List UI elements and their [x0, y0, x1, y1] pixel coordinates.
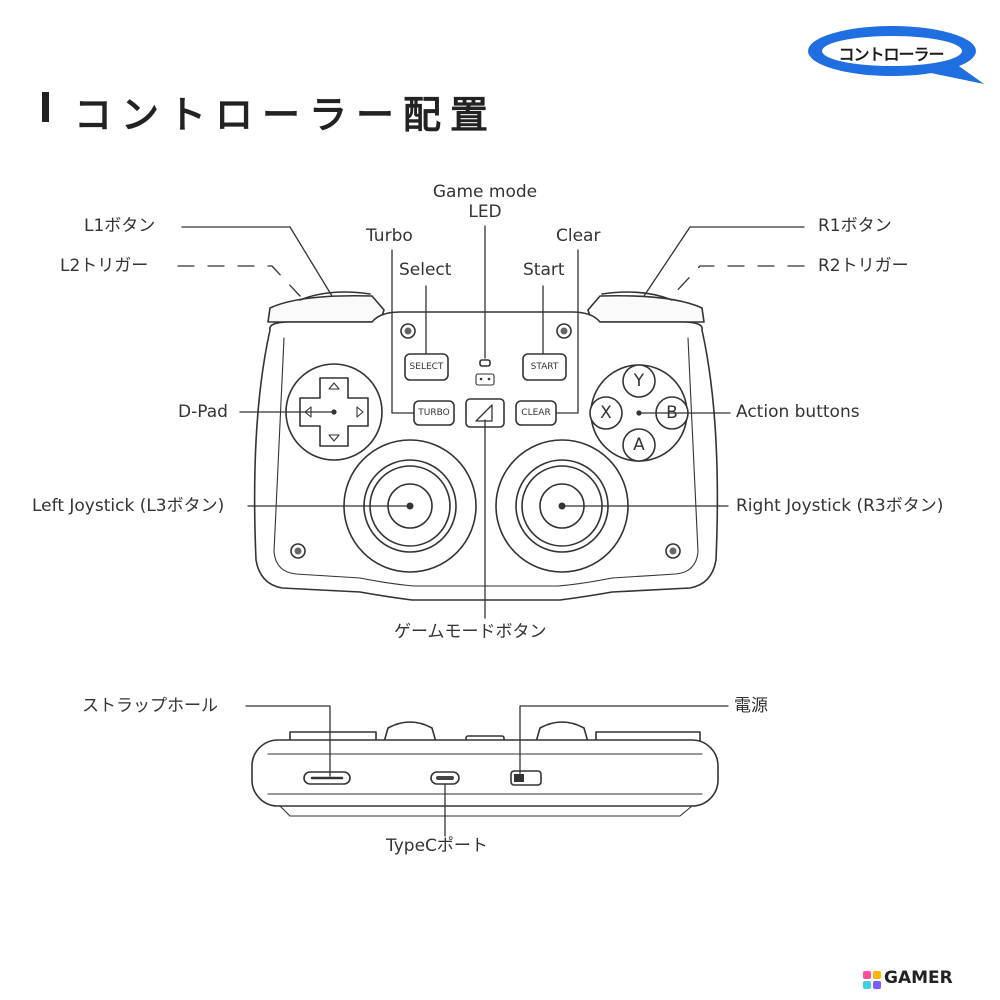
- screw-top-right: [556, 323, 572, 339]
- controller-body-inner: [273, 337, 699, 587]
- label-game-mode-led: Game mode LED: [432, 182, 538, 222]
- r2-trigger-shape: [601, 291, 673, 301]
- x-button[interactable]: [589, 396, 623, 430]
- section-badge: コントローラー: [806, 24, 996, 86]
- start-button-label: START: [530, 362, 559, 372]
- label-dpad: D-Pad: [178, 402, 228, 422]
- label-clear: Clear: [556, 226, 601, 246]
- screw-bottom-right: [665, 543, 681, 559]
- l2-trigger-shape: [299, 291, 371, 301]
- power-switch[interactable]: [510, 770, 542, 786]
- start-button[interactable]: [522, 353, 567, 381]
- a-button[interactable]: [622, 428, 656, 462]
- y-button-label: Y: [633, 371, 645, 391]
- page-title: コントローラー配置: [74, 93, 498, 137]
- select-button-label: SELECT: [409, 362, 444, 372]
- game-mode-icon: [475, 404, 493, 422]
- r1-bumper: [587, 294, 705, 323]
- badge-shape: [808, 26, 984, 84]
- label-l2: L2トリガー: [60, 256, 149, 276]
- label-power: 電源: [734, 696, 768, 716]
- controller-edge-body: [251, 739, 719, 807]
- label-r2: R2トリガー: [818, 256, 909, 276]
- label-strap-hole: ストラップホール: [82, 696, 218, 716]
- title-accent-bar: [42, 92, 49, 122]
- label-right-joystick: Right Joystick (R3ボタン): [736, 496, 944, 516]
- controller-bottom-view: [245, 705, 729, 837]
- badge-text: コントローラー: [838, 45, 944, 64]
- screw-bottom-left: [290, 543, 306, 559]
- mode-icon: [475, 373, 495, 386]
- leader-lines: [177, 225, 805, 619]
- label-start: Start: [523, 260, 565, 280]
- game-mode-led: [479, 359, 491, 367]
- label-typec-port: TypeCポート: [386, 836, 488, 856]
- x-button-label: X: [600, 403, 612, 423]
- footer-brand: GAMER: [884, 968, 953, 988]
- screw-top-left: [400, 323, 416, 339]
- a-button-label: A: [633, 435, 645, 455]
- turbo-button-label: TURBO: [418, 408, 450, 418]
- label-r1: R1ボタン: [818, 216, 892, 236]
- label-turbo: Turbo: [366, 226, 413, 246]
- label-game-mode-button: ゲームモードボタン: [394, 622, 547, 642]
- y-button[interactable]: [622, 364, 656, 398]
- label-left-joystick: Left Joystick (L3ボタン): [32, 496, 225, 516]
- label-action-buttons: Action buttons: [736, 402, 860, 422]
- b-button-label: B: [666, 403, 678, 423]
- gamer-logo-icon: [863, 971, 881, 989]
- clear-button-label: CLEAR: [521, 408, 551, 418]
- l1-bumper: [267, 294, 385, 323]
- label-l1: L1ボタン: [84, 216, 156, 236]
- label-select: Select: [399, 260, 452, 280]
